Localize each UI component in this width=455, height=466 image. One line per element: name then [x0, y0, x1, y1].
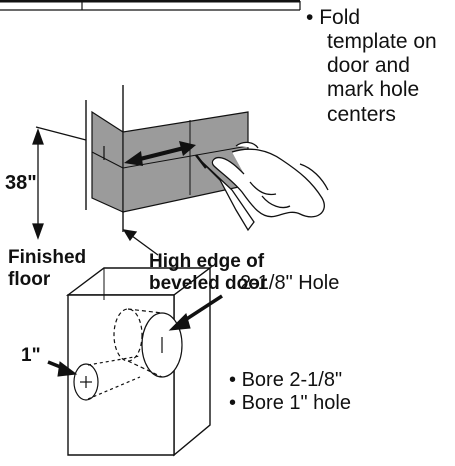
big-hole-label: 2-1/8" Hole — [240, 272, 340, 294]
fold-line-2: template on — [327, 30, 437, 54]
finished-floor-label: Finished floor — [8, 247, 86, 291]
bevel-line-2: beveled door — [149, 272, 268, 294]
bore-text-2: Bore 1" hole — [241, 392, 351, 414]
bore-item-2: • Bore 1" hole — [229, 392, 351, 415]
bore-item-1: • Bore 2-1/8" — [229, 369, 351, 392]
finished-floor-line-1: Finished — [8, 247, 87, 268]
fold-instruction: • Fold template on door and mark hole ce… — [306, 6, 437, 127]
finished-floor-line-2: floor — [8, 268, 51, 290]
small-hole-label: 1" — [21, 345, 41, 366]
fold-line-4: mark hole — [327, 78, 420, 102]
hole-leader-arrows — [47, 294, 223, 377]
bevel-line-1: High edge of — [149, 251, 265, 272]
fold-line-3: door and — [327, 54, 410, 78]
bore-instructions: • Bore 2-1/8" • Bore 1" hole — [229, 369, 351, 415]
fold-line-5: centers — [327, 102, 396, 126]
template-on-door — [85, 85, 249, 232]
bevel-leader-arrow — [122, 229, 159, 256]
header-bar — [0, 0, 301, 11]
hand-pencil-icon — [195, 141, 329, 232]
fold-line-1: Fold — [319, 6, 361, 29]
door-block — [65, 266, 213, 457]
bullet-icon: • — [229, 369, 237, 391]
bullet-icon: • — [229, 392, 237, 414]
bevel-edge-label: High edge of beveled door — [149, 251, 267, 295]
height-label: 38" — [5, 172, 37, 194]
bore-text-1: Bore 2-1/8" — [241, 369, 343, 391]
bullet-icon: • — [306, 6, 314, 29]
height-dimension — [32, 126, 87, 240]
